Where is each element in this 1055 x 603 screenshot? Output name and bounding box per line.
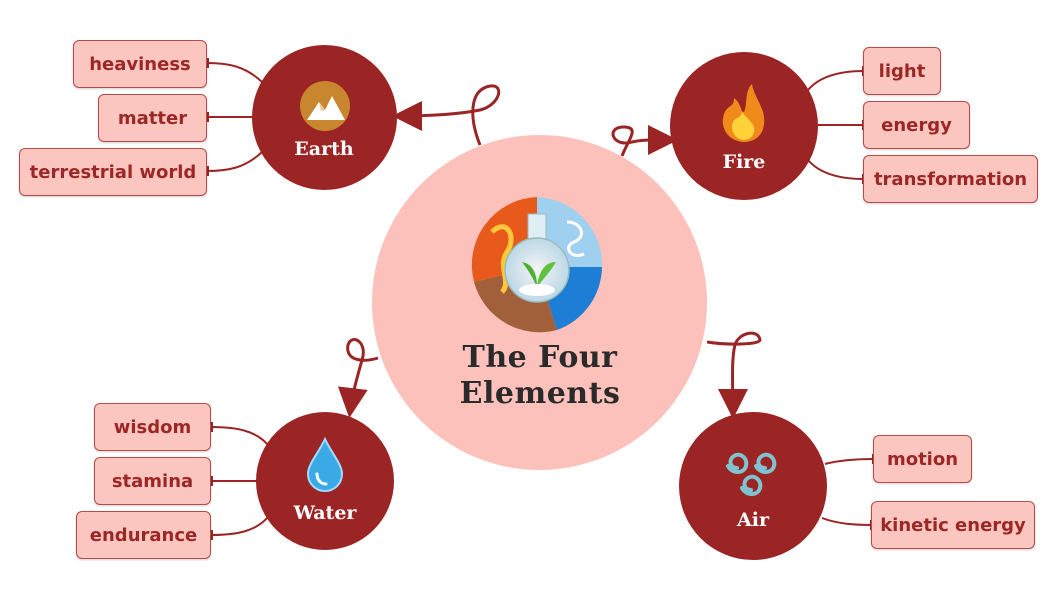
central-topic-title: The Four Elements [410, 340, 670, 412]
node-air-label: Air [737, 509, 769, 531]
leaf-endurance[interactable]: endurance [76, 511, 211, 559]
mountain-icon [300, 81, 350, 131]
connector-earth [392, 84, 501, 146]
leaf-energy[interactable]: energy [863, 101, 970, 149]
connector-fire [611, 124, 678, 157]
four-elements-emblem-icon [471, 197, 603, 333]
leaf-heaviness[interactable]: heaviness [73, 40, 207, 88]
connector-air [706, 331, 762, 419]
leaf-motion[interactable]: motion [873, 435, 972, 483]
central-topic-title-line1: The Four [462, 340, 618, 375]
water-drop-icon [306, 436, 344, 493]
node-fire-label: Fire [722, 151, 766, 173]
connector-water [337, 338, 379, 418]
leaf-light[interactable]: light [863, 47, 941, 95]
central-topic-title-line2: Elements [459, 376, 621, 411]
leaf-terrestrial-world[interactable]: terrestrial world [19, 148, 207, 196]
flame-icon [722, 84, 765, 142]
leaf-matter[interactable]: matter [98, 94, 207, 142]
leaf-transformation[interactable]: transformation [863, 155, 1038, 203]
leaf-wisdom[interactable]: wisdom [94, 403, 211, 451]
node-earth-label: Earth [294, 138, 354, 160]
air-swirl-icon [726, 452, 777, 496]
node-water-label: Water [293, 502, 357, 524]
leaf-kinetic-energy[interactable]: kinetic energy [871, 501, 1035, 549]
node-air[interactable] [679, 412, 827, 560]
leaf-stamina[interactable]: stamina [94, 457, 211, 505]
